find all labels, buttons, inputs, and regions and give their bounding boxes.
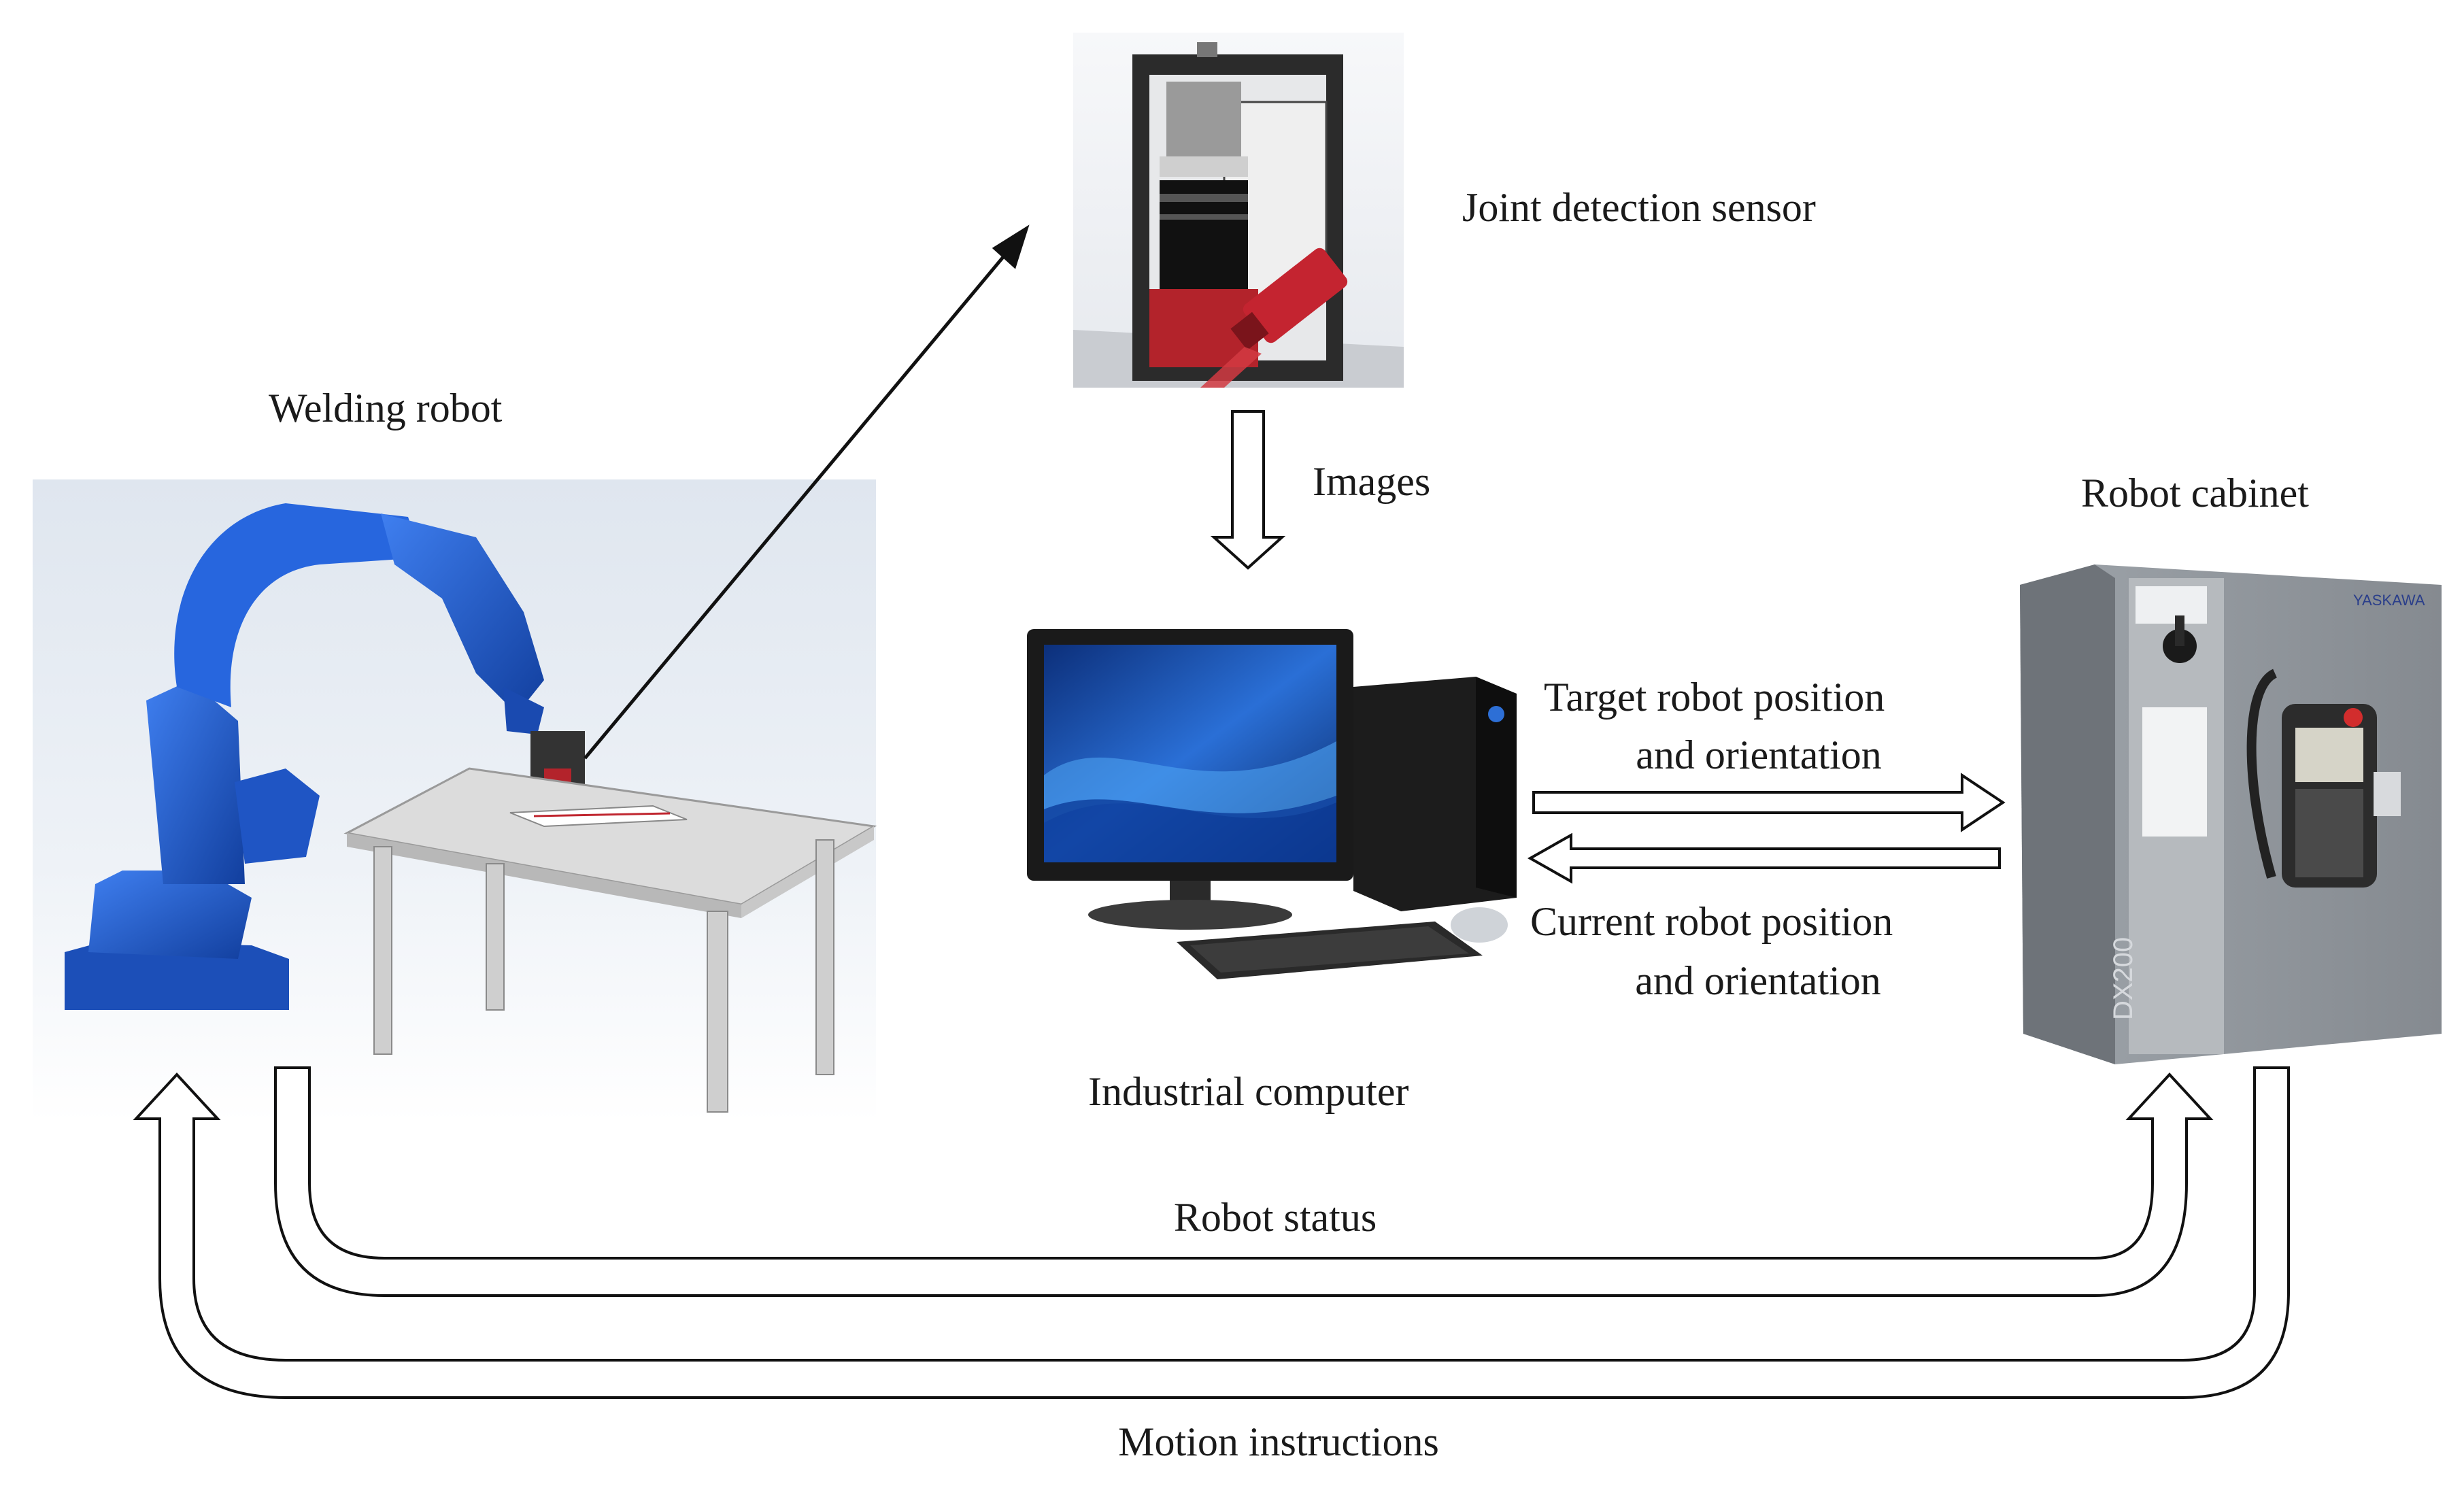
sensor-link-arrow	[584, 243, 1015, 760]
target-position-label-line2: and orientation	[1636, 732, 1882, 777]
current-position-label-line1: Current robot position	[1530, 899, 1893, 944]
industrial-computer-illustration	[1027, 629, 1517, 979]
industrial-computer-label: Industrial computer	[1088, 1069, 1409, 1114]
robot-cabinet-illustration: YASKAWA DX200	[2020, 564, 2442, 1064]
motion-instructions-arrow	[133, 1066, 2290, 1399]
current-position-label-line2: and orientation	[1635, 958, 1881, 1003]
joint-sensor-illustration	[1073, 33, 1404, 388]
arrows	[133, 224, 2290, 1399]
target-position-arrow	[1532, 773, 2006, 832]
cabinet-model: DX200	[2108, 937, 2138, 1020]
images-arrow	[1210, 410, 1286, 570]
joint-sensor-label: Joint detection sensor	[1462, 185, 1816, 230]
target-position-label-line1: Target robot position	[1544, 675, 1885, 720]
robot-status-label: Robot status	[1174, 1195, 1377, 1240]
images-label: Images	[1313, 459, 1430, 504]
welding-robot-label: Welding robot	[269, 386, 503, 430]
sensor-link-arrowhead	[992, 224, 1030, 269]
robot-status-arrow	[274, 1066, 2214, 1297]
motion-instructions-label: Motion instructions	[1118, 1419, 1439, 1464]
welding-robot-illustration	[33, 479, 877, 1122]
current-position-arrow	[1527, 832, 2001, 884]
cabinet-brand: YASKAWA	[2353, 592, 2425, 609]
robot-cabinet-label: Robot cabinet	[2081, 471, 2309, 516]
